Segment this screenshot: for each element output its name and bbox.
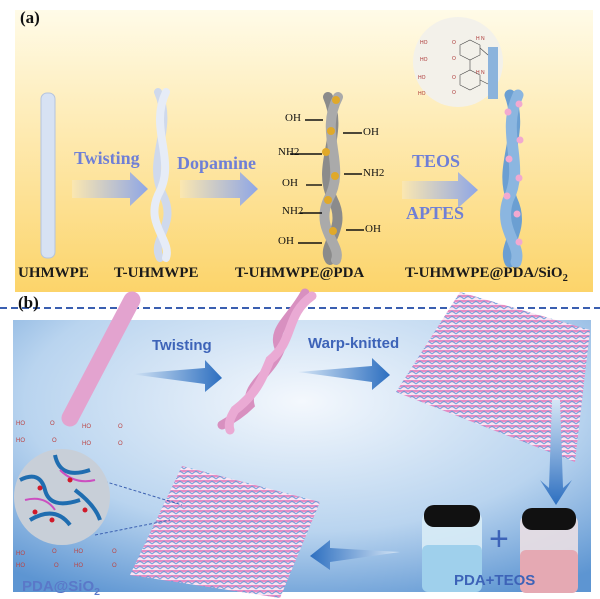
inset-label: O [452,40,456,46]
inset-label: H N [476,36,485,42]
pda-sio2-particle-sphere [14,449,110,545]
sio2-particles [503,100,524,246]
silanol-label: HO [82,441,91,447]
zoom-line-top [99,479,183,506]
silanol-label: O [54,563,59,569]
inset-label: HO [418,91,426,97]
fiber-uhmwpe [40,92,56,259]
stage-label-t-uhmwpe-pda-sio2: T-UHMWPE@PDA/SiO2 [405,265,568,284]
inset-structure [459,39,489,91]
silanol-label: HO [16,421,25,427]
group-nh2: NH2 [282,205,304,217]
step-teos: TEOS [412,151,461,171]
silanol-label: HO [16,438,25,444]
silanol-label: O [52,549,57,555]
functional-group-bonds [290,119,364,244]
twisted-pink-yarn [217,288,317,435]
step-twisting-b: Twisting [152,337,212,354]
group-oh: OH [285,112,301,124]
fiber-t-uhmwpe [150,88,172,262]
stage-label-t-uhmwpe: T-UHMWPE [114,265,199,281]
panel-b-label: (b) [18,293,39,312]
arrow-dopamine-a [180,172,258,206]
inset-label: HO [420,40,428,46]
knitted-fabric [396,292,590,462]
stage-label-uhmwpe: UHMWPE [18,265,89,281]
vial-teos [520,508,578,593]
arrow-warp-knitted [298,358,390,390]
vial-pda [422,505,482,592]
pink-fiber [61,291,141,427]
silanol-label: O [112,549,117,555]
step-aptes: APTES [406,203,465,223]
inset-surface-bar [488,47,498,99]
stage-label-t-uhmwpe-pda: T-UHMWPE@PDA [235,265,365,281]
fiber-pda [319,92,343,265]
pda-particles [322,96,340,235]
silanol-label: O [52,438,57,444]
silanol-label: HO [74,563,83,569]
arrow-teos-aptes [402,172,478,208]
coated-fabric [130,466,320,598]
group-oh: OH [365,223,381,235]
arrow-left [310,540,400,570]
silanol-label: HO [74,549,83,555]
inset-label: O [452,90,456,96]
group-oh: OH [282,177,298,189]
plus-sign: + [489,520,509,558]
silanol-label: HO [16,563,25,569]
group-nh2: NH2 [278,146,300,158]
arrow-twisting-a [72,172,148,206]
silanol-label: O [118,424,123,430]
silanol-label: O [118,441,123,447]
arrow-twisting-b [130,360,222,392]
silanol-label: O [112,563,117,569]
silanol-label: HO [16,551,25,557]
panel-a-label: (a) [20,8,40,27]
inset-label: HO [420,57,428,63]
silanol-label: O [50,421,55,427]
zoom-line-bottom [94,519,171,536]
step-warp-knitted: Warp-knitted [308,335,400,352]
inset-label: H N [476,70,485,76]
group-oh: OH [363,126,379,138]
particle-label: PDA@SiO2 [22,578,100,598]
step-dopamine: Dopamine [177,153,257,173]
solution-label: PDA+TEOS [454,572,536,589]
step-twisting-a: Twisting [74,148,140,168]
inset-label: O [452,75,456,81]
inset-label: HO [418,75,426,81]
chemistry-inset-background [413,17,503,107]
group-oh: OH [278,235,294,247]
silanol-label: HO [82,424,91,430]
group-nh2: NH2 [363,167,385,179]
arrow-down [540,400,572,505]
inset-label: O [452,56,456,62]
